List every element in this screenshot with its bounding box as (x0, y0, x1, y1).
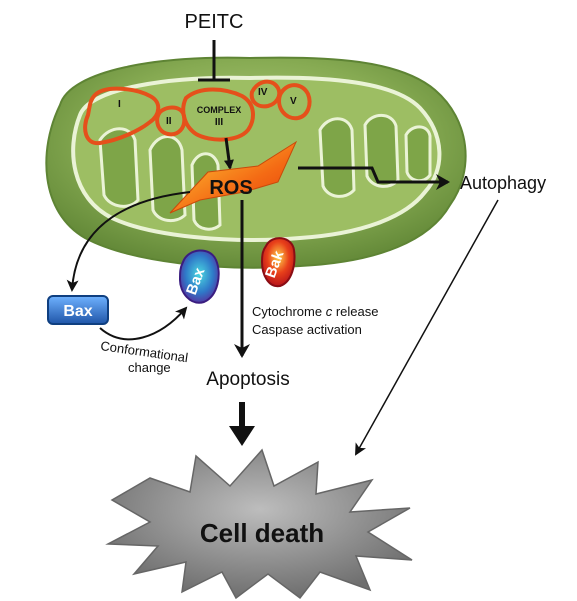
caspase-activation-label: Caspase activation (252, 322, 362, 337)
complex-ii-label: II (166, 116, 172, 127)
arrow-complex-to-ros (223, 137, 234, 170)
bax-bound-protein: Bax (178, 249, 220, 304)
arrow-ros-to-autophagy (298, 166, 450, 190)
arrow-conformational-change (99, 306, 188, 341)
peitc-inhibition-symbol (198, 40, 230, 82)
arrow-autophagy-to-cell-death (355, 199, 499, 456)
arrow-ros-to-bax (66, 191, 191, 292)
conformational-label-line2: change (128, 360, 171, 375)
complex-i-shape (83, 86, 161, 146)
complex-iii-label-line2: III (215, 117, 224, 128)
complex-v-label: V (290, 96, 297, 107)
apoptosis-label: Apoptosis (206, 369, 289, 390)
respiratory-complexes (83, 79, 312, 146)
complex-ii-shape (155, 105, 187, 137)
arrow-apoptosis-to-cell-death (229, 402, 255, 446)
cell-death-burst: Cell death (105, 448, 413, 600)
bax-free-label: Bax (63, 303, 92, 320)
bax-free-protein: Bax (47, 295, 109, 325)
complex-i-label: I (118, 99, 121, 110)
cell-death-starburst-shape (105, 448, 413, 600)
bak-protein: Bak (260, 237, 296, 288)
cell-death-label: Cell death (200, 518, 324, 548)
ros-bolt-shape (169, 140, 298, 214)
ros-burst: ROS (169, 140, 298, 214)
complex-iv-label: IV (258, 87, 268, 98)
autophagy-label: Autophagy (460, 173, 546, 193)
peitc-label: PEITC (185, 11, 244, 33)
complex-labels: I II COMPLEX III IV V (118, 87, 297, 128)
cytochrome-release-label: Cytochrome c release (252, 304, 378, 319)
complex-v-shape (277, 83, 312, 121)
mitochondrion-cristae (98, 113, 432, 231)
ros-label: ROS (209, 177, 252, 199)
complex-iii-shape (181, 87, 255, 142)
complex-iii-label-line1: COMPLEX (197, 105, 242, 115)
